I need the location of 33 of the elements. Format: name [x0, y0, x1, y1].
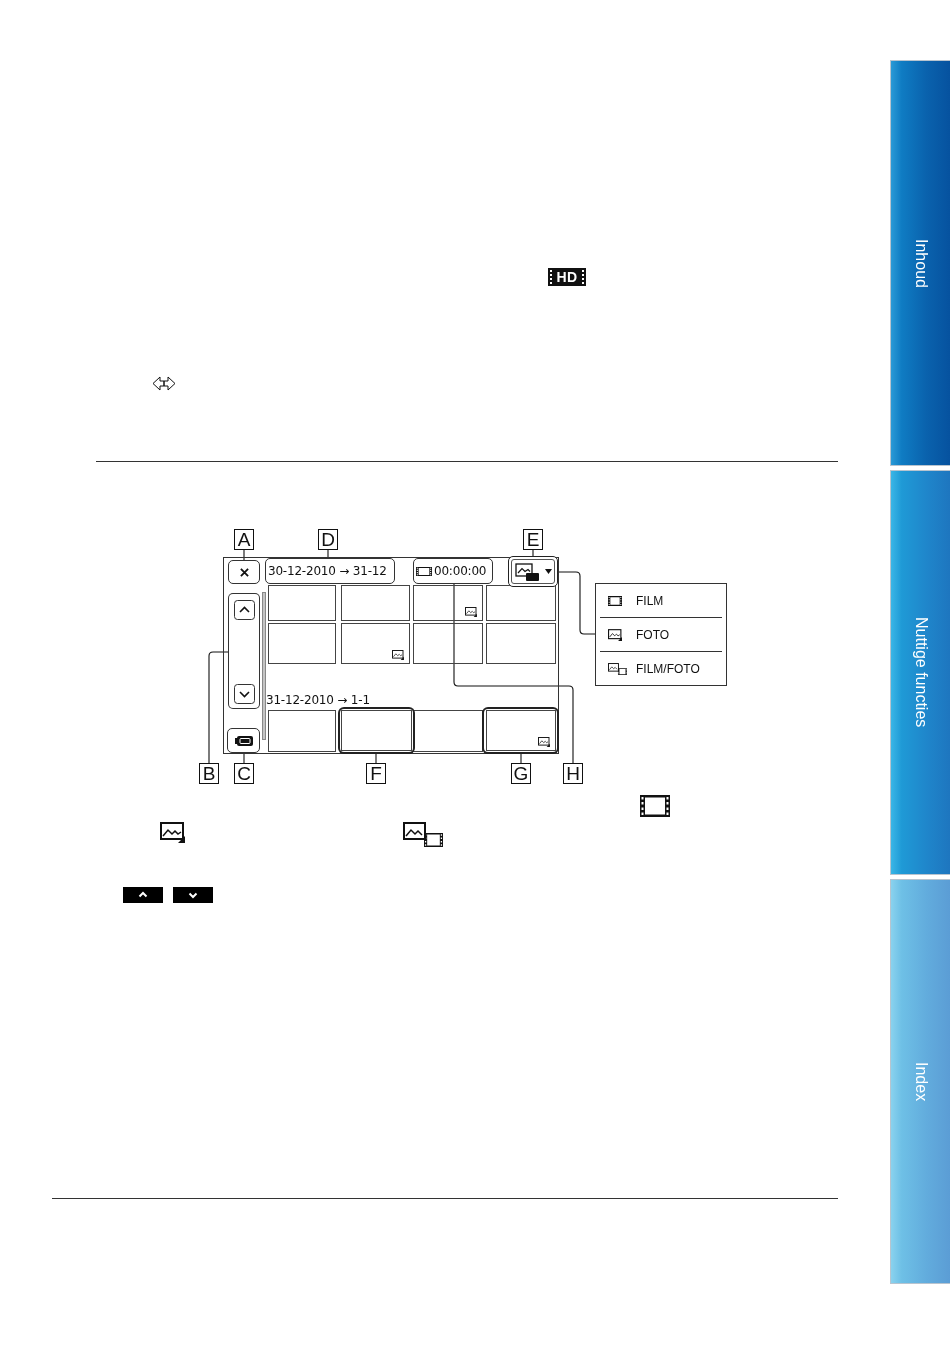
callout-letter: B [199, 763, 219, 784]
view-mode-menu [595, 583, 727, 686]
leader-line [243, 549, 245, 561]
callout-letter: E [523, 529, 543, 550]
recording-time-text: 00:00:00 [434, 565, 487, 577]
section-tab: Index [890, 879, 950, 1284]
date-range-text: 31-12-2010 → 1-1 [266, 693, 370, 708]
leader-line [243, 752, 245, 764]
section-tab: Inhoud [890, 60, 950, 466]
callout-letter: D [318, 529, 338, 550]
section-tab: Nuttige functies [890, 470, 950, 875]
callout-letter: F [366, 763, 386, 784]
view-mode-button [508, 556, 558, 587]
menu-option-text: FILM [636, 594, 664, 607]
leader-line [453, 583, 574, 764]
screen-frame [223, 557, 559, 754]
leader-line [327, 549, 329, 559]
leader-line [532, 549, 534, 557]
camera-mode-button [227, 728, 260, 753]
callout-letter: G [511, 763, 531, 784]
time-display [413, 558, 493, 584]
date-range-display: 30-12-2010 → 31-12 [265, 558, 395, 584]
hd-quality-mark: HD [548, 268, 586, 286]
callout-letter: A [234, 529, 254, 550]
scroll-button-panel [228, 593, 260, 709]
leader-line [375, 753, 377, 764]
callout-letter: H [563, 763, 583, 784]
leader-line [208, 651, 229, 764]
close-button [228, 560, 260, 584]
menu-option-text: FOTO [636, 628, 670, 641]
leader-line [520, 753, 522, 764]
menu-option-text: FILM/FOTO [636, 662, 700, 675]
callout-letter: C [234, 763, 254, 784]
